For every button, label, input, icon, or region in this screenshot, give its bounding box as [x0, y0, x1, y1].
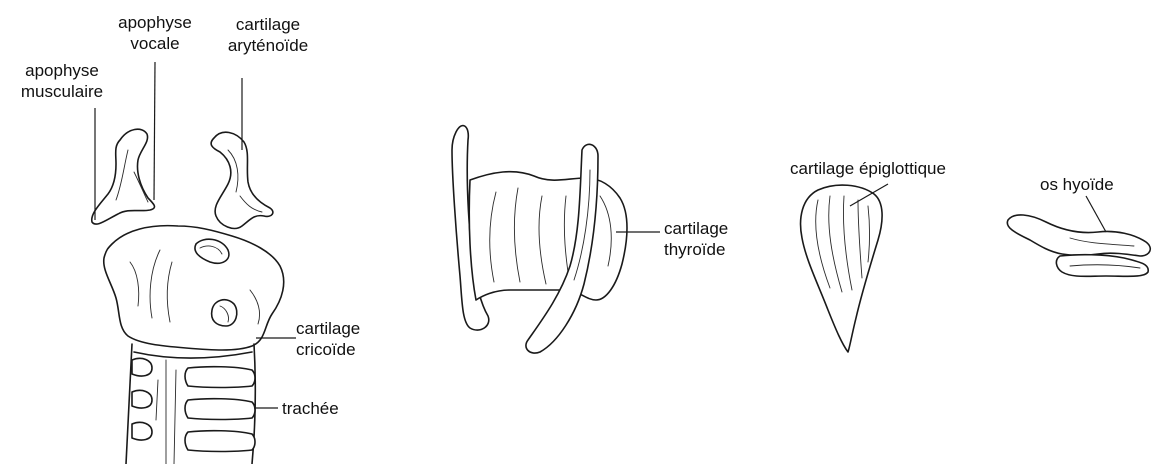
label-apophyse-vocale: apophyse vocale	[105, 12, 205, 54]
label-os-hyoide: os hyoïde	[1040, 174, 1114, 195]
epiglottic-cartilage	[801, 185, 883, 352]
label-cartilage-thyroide: cartilage thyroïde	[664, 218, 728, 260]
label-cartilage-arytenoide: cartilage aryténoïde	[208, 14, 328, 56]
left-arytenoid-cartilage	[92, 129, 155, 224]
label-cartilage-epiglottique: cartilage épiglottique	[790, 158, 946, 179]
cricoid-cartilage	[104, 226, 284, 350]
label-trachee: trachée	[282, 398, 339, 419]
label-cartilage-cricoide: cartilage cricoïde	[296, 318, 360, 360]
trachea	[126, 344, 255, 464]
label-apophyse-musculaire: apophyse musculaire	[2, 60, 122, 102]
thyroid-cartilage	[452, 126, 627, 353]
hyoid-bone	[1007, 215, 1150, 276]
